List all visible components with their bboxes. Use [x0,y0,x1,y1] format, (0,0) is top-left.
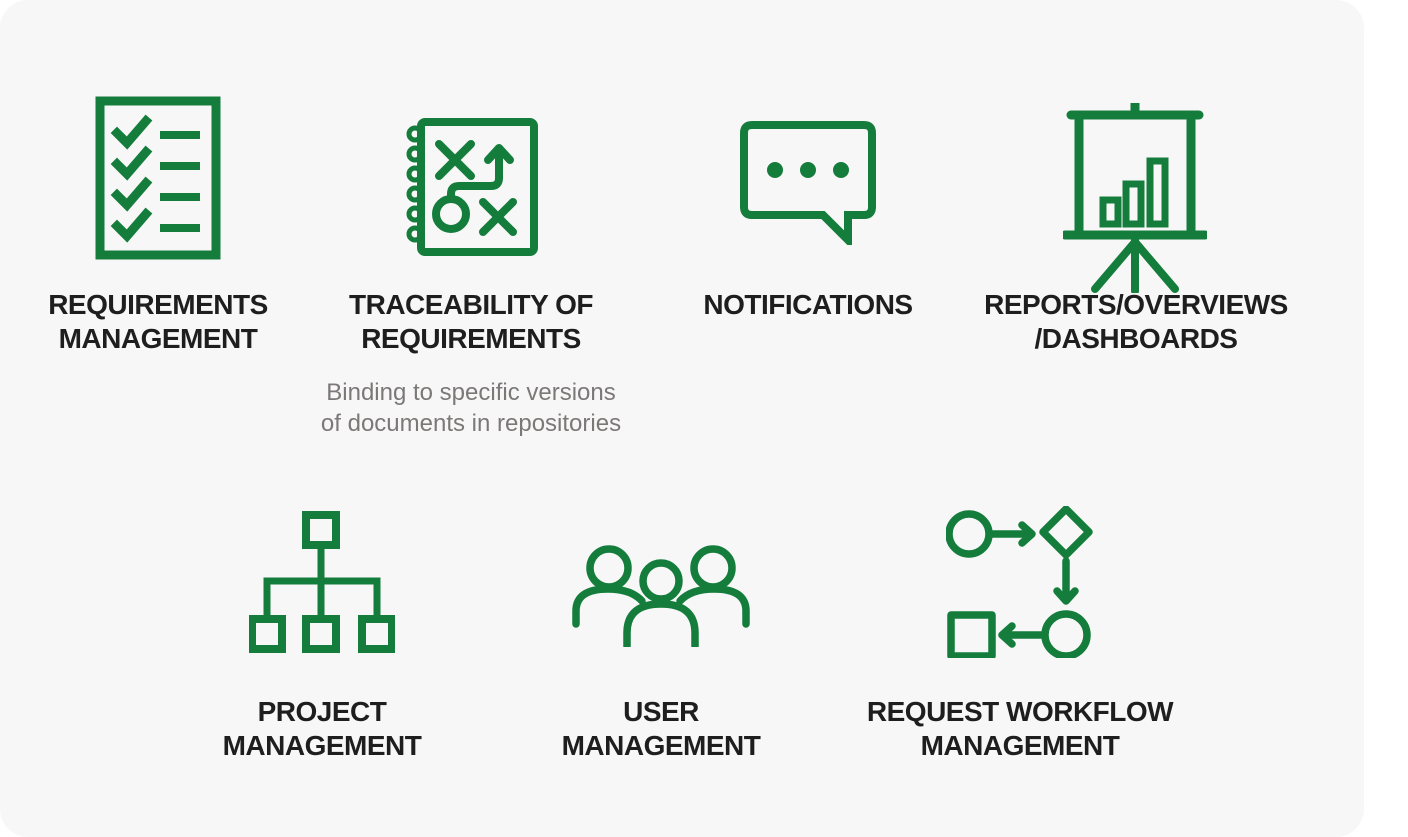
label-line: NOTIFICATIONS [703,289,913,320]
label-notifications: NOTIFICATIONS [638,288,978,322]
label-line: USER [623,696,699,727]
note-line: Binding to specific versions [326,379,616,406]
label-traceability-of-requirements: TRACEABILITY OF REQUIREMENTS [301,288,641,356]
workflow-flowchart-icon [946,506,1094,658]
label-requirements-management: REQUIREMENTS MANAGEMENT [0,288,328,356]
label-line: REQUEST WORKFLOW [866,696,1174,727]
label-project-management: PROJECT MANAGEMENT [152,695,492,763]
label-line: MANAGEMENT [920,730,1120,761]
label-line: MANAGEMENT [222,730,422,761]
label-line: MANAGEMENT [58,323,258,354]
checklist-document-icon [94,95,222,261]
org-chart-icon [249,511,395,653]
strategy-notebook-icon [403,118,539,256]
label-line: /DASHBOARDS [1034,323,1238,354]
label-request-workflow-management: REQUEST WORKFLOW MANAGEMENT [850,695,1190,763]
users-group-icon [568,543,754,647]
label-line: MANAGEMENT [561,730,761,761]
label-line: PROJECT [257,696,387,727]
note-line: of documents in repositories [320,410,622,437]
label-line: REQUIREMENTS [361,323,581,354]
label-user-management: USER MANAGEMENT [491,695,831,763]
label-reports-overviews-dashboards: REPORTS/OVERVIEWS /DASHBOARDS [966,288,1306,356]
features-card: REQUIREMENTS MANAGEMENT [0,95,1306,763]
label-line: REQUIREMENTS [48,289,268,320]
label-line: TRACEABILITY OF [349,289,593,320]
presentation-chart-icon [1063,101,1207,293]
traceability-note: Binding to specific versions of document… [271,377,671,439]
speech-bubble-icon [738,121,878,245]
label-line: REPORTS/OVERVIEWS [984,289,1288,320]
